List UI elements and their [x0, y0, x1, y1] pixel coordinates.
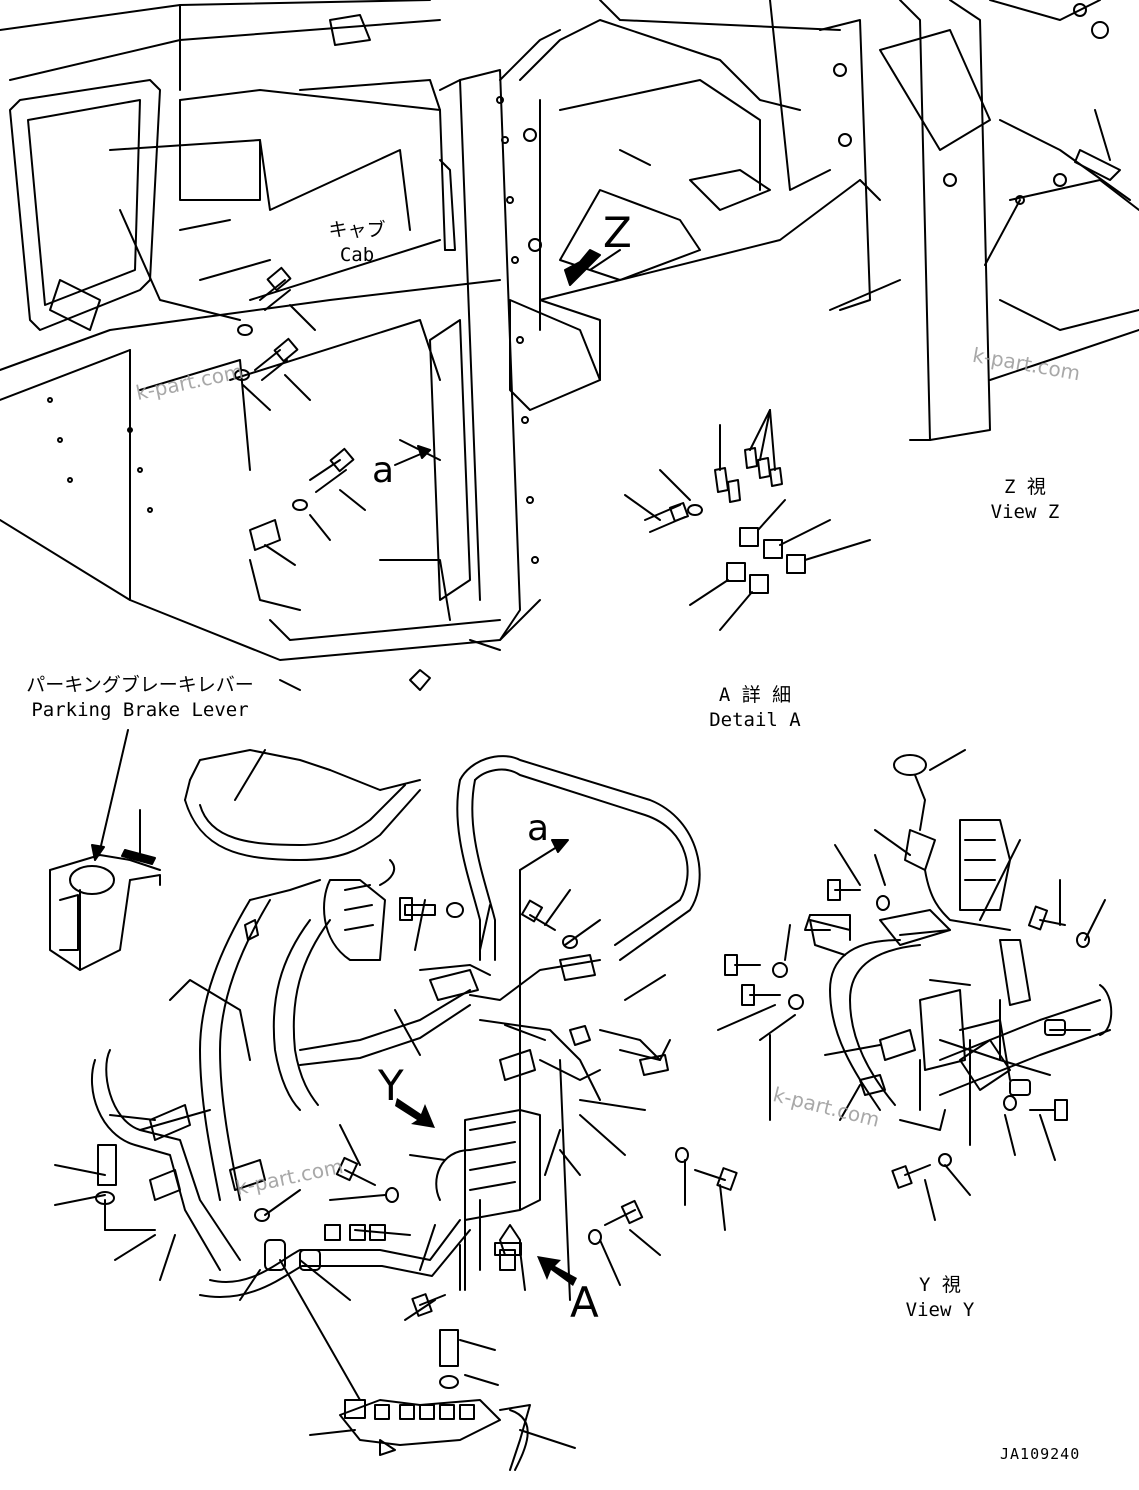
detail-a-arrow — [537, 1256, 577, 1286]
marker-y: Y — [378, 1061, 404, 1110]
view-z-arrow — [564, 249, 601, 286]
cab-label-jp: キャブ — [328, 219, 386, 241]
parking-brake-drawing — [49, 729, 161, 971]
marker-detail-a: A — [570, 1278, 599, 1327]
view-z-drawing — [509, 0, 1139, 441]
cab-fasteners — [234, 266, 431, 566]
view-y-label-en: View Y — [905, 1299, 975, 1321]
harness-fasteners — [95, 897, 738, 1389]
marker-a-lower: a — [527, 808, 550, 849]
main-harness-drawing — [90, 669, 921, 1301]
bottom-subharness — [339, 1399, 531, 1471]
parking-brake-label-en: Parking Brake Lever — [31, 699, 249, 721]
view-y-drawing — [717, 749, 1113, 1221]
parking-brake-label-jp: パーキングブレーキレバー — [26, 674, 254, 696]
marker-a-upper: a — [372, 450, 395, 491]
harness-leaders — [54, 749, 726, 1449]
detail-a-label-jp: A 詳 細 — [718, 684, 792, 706]
marker-z: Z — [603, 208, 632, 257]
cab-label-en: Cab — [339, 244, 375, 266]
detail-a-label-en: Detail A — [709, 709, 801, 731]
view-y-arrow — [395, 1098, 435, 1128]
view-z-label-jp: Z 視 — [1004, 476, 1046, 498]
cab-frame — [0, 0, 561, 691]
view-z-label-en: View Z — [990, 501, 1060, 523]
drawing-code: JA109240 — [1000, 1445, 1081, 1463]
view-y-label-jp: Y 視 — [919, 1274, 961, 1296]
detail-a-drawing — [624, 409, 871, 631]
